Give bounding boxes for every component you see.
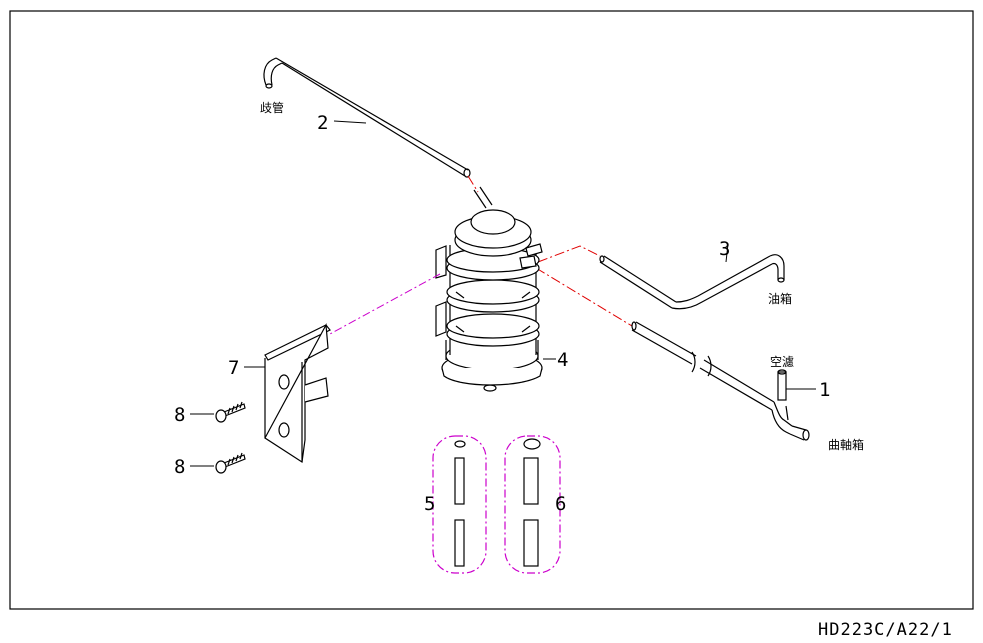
leader-line-magenta <box>329 273 441 335</box>
callout-8b: 8 <box>174 456 185 478</box>
callout-6: 6 <box>555 493 566 515</box>
callout-2: 2 <box>317 112 328 134</box>
diagram-frame <box>9 10 974 610</box>
callout-5: 5 <box>424 493 435 515</box>
label-fuel-tank: 油箱 <box>768 291 792 306</box>
bolt-8b <box>215 452 246 474</box>
leader-lines-red <box>467 175 633 327</box>
hose-kit-5 <box>432 435 487 574</box>
bracket-7 <box>264 322 331 464</box>
hose-kit-6 <box>504 435 561 574</box>
label-air-filter: 空濾 <box>770 354 794 369</box>
drawing-code: HD223C/A22/1 <box>818 620 953 640</box>
callout-1: 1 <box>819 379 830 401</box>
callout-7: 7 <box>228 357 239 379</box>
label-crankcase: 曲軸箱 <box>828 437 864 452</box>
callout-3: 3 <box>719 238 730 260</box>
bolt-8a <box>215 401 246 423</box>
hose-3 <box>599 254 785 310</box>
label-manifold: 歧管 <box>260 100 284 115</box>
hose-2 <box>263 57 471 178</box>
canister-4 <box>435 186 543 392</box>
callout-4: 4 <box>557 349 568 371</box>
callout-leaders <box>190 120 816 467</box>
hose-1 <box>631 321 810 441</box>
callout-8a: 8 <box>174 404 185 426</box>
